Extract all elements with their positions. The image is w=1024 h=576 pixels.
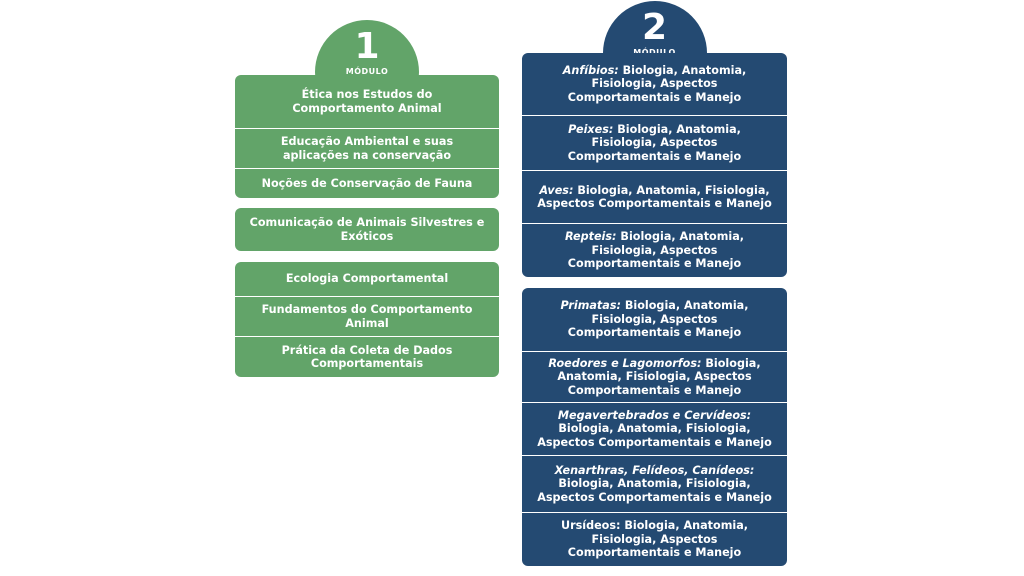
list-item: Primatas: Biologia, Anatomia, Fisiologia… <box>560 299 749 340</box>
list-item: Megavertebrados e Cervídeos: Biologia, A… <box>522 402 787 455</box>
module-1-label: MÓDULO <box>345 67 389 76</box>
module-2-group-2: Primatas: Biologia, Anatomia, Fisiologia… <box>522 288 787 566</box>
list-item: Roedores e Lagomorfos: Biologia, Anatomi… <box>522 351 787 402</box>
list-item: Fundamentos do Comportamento Animal <box>235 296 499 336</box>
list-item: Ecologia Comportamental <box>285 272 449 286</box>
module-2-group-1: Anfíbios: Biologia, Anatomia, Fisiologia… <box>522 53 787 277</box>
module-1-number: 1 <box>354 26 380 67</box>
list-item: Repteis: Biologia, Anatomia, Fisiologia,… <box>522 223 787 277</box>
list-item: Anfíbios: Biologia, Anatomia, Fisiologia… <box>562 63 747 104</box>
list-item: Ursídeos: Biologia, Anatomia, Fisiologia… <box>522 512 787 566</box>
module-2-label: MÓDULO <box>603 48 707 57</box>
module-1-group-1: Ética nos Estudos do Comportamento Anima… <box>235 75 499 198</box>
list-item: Xenarthras, Felídeos, Canídeos: Biologia… <box>522 455 787 512</box>
module-1-group-3: Ecologia Comportamental Fundamentos do C… <box>235 262 499 377</box>
list-item: Prática da Coleta de Dados Comportamenta… <box>235 336 499 377</box>
list-item: Ética nos Estudos do Comportamento Anima… <box>292 88 442 115</box>
module-1-group-2: Comunicação de Animais Silvestres e Exót… <box>235 208 499 251</box>
list-item: Educação Ambiental e suas aplicações na … <box>235 128 499 168</box>
list-item: Comunicação de Animais Silvestres e Exót… <box>249 216 485 243</box>
module-2-number: 2 <box>641 7 668 48</box>
list-item: Noções de Conservação de Fauna <box>235 168 499 198</box>
list-item: Peixes: Biologia, Anatomia, Fisiologia, … <box>522 115 787 170</box>
list-item: Aves: Biologia, Anatomia, Fisiologia, As… <box>522 170 787 223</box>
